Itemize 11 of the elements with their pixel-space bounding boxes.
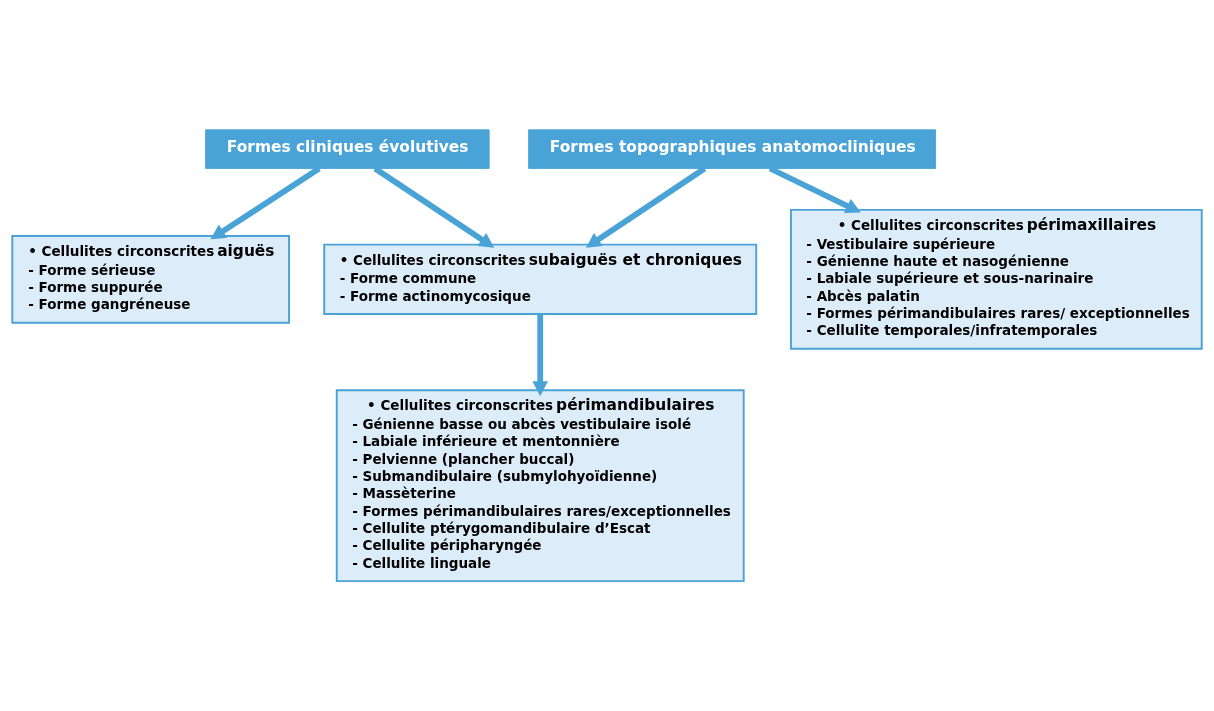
node-box: • Cellulites circonscrites aiguës - Forme sérieuse - Forme suppurée - Forme gangréneuse [11, 234, 290, 324]
arrow [210, 166, 321, 240]
node-box: Formes cliniques évolutives [205, 129, 490, 169]
node-box: • Cellulites circonscrites périmaxillaires - Vestibulaire supérieure - Génienne haute et nasogénienne - Labiale supérieure et sous-narinaire - Abcès palatin - Formes périmandibulaires rares/ exceptionnelles - Cellulite temporales/infratemporales [789, 208, 1203, 350]
arrow [768, 165, 861, 214]
arrow [585, 166, 707, 248]
node-box: • Cellulites circonscrites périmandibulaires - Génienne basse ou abcès vestibulaire isolé - Labiale inférieure et mentonnière - Pelvienne (plancher buccal) - Submandibulaire (submylohyoïdienne) - Massèterine - Formes périmandibulaires rares/exceptionnelles - Cellulite ptérygomandibulaire d’Escat - Cellulite péripharyngée - Cellulite linguale [335, 389, 745, 583]
node-box: • Cellulites circonscrites subaiguës et chroniques - Forme commune - Forme actinomycosique [323, 243, 758, 315]
arrow [532, 314, 549, 397]
node-box: Formes topographiques anatomocliniques [528, 129, 937, 169]
arrow [373, 166, 495, 248]
